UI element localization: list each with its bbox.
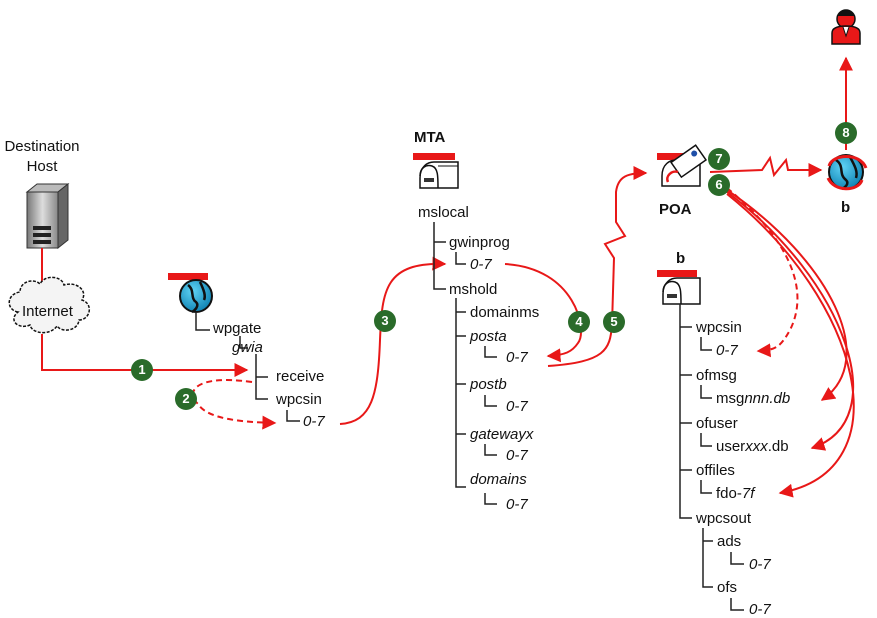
mta-mailbox-icon — [413, 153, 459, 189]
step-4-badge: 4 — [568, 311, 590, 333]
tree-mshold: mshold — [449, 281, 498, 298]
tree-domains: domains — [470, 471, 527, 488]
poa-mailbox-icon — [657, 144, 708, 187]
tree-ads: ads — [717, 533, 742, 550]
tree-gatewayx: gatewayx — [470, 426, 534, 443]
tree-range-ofs: 0-7 — [749, 601, 771, 618]
tree-ofmsg: ofmsg — [696, 367, 737, 384]
post-office-mailbox-icon — [657, 270, 701, 305]
step-8-badge: 8 — [835, 122, 857, 144]
tree-postb: postb — [470, 376, 507, 393]
tree-range-gwia: 0-7 — [303, 413, 325, 430]
tree-receive: receive — [276, 368, 325, 385]
tree-wpcsout: wpcsout — [696, 510, 752, 527]
step-1-badge: 1 — [131, 359, 153, 381]
step-7-badge: 7 — [708, 148, 730, 170]
internet-label: Internet — [22, 303, 73, 320]
step-3-badge: 3 — [374, 310, 396, 332]
tree-range-posta: 0-7 — [506, 349, 528, 366]
tree-offiles: offiles — [696, 462, 735, 479]
step-6-badge: 6 — [708, 174, 730, 196]
fdo-variable: 7f — [741, 485, 755, 502]
user-prefix: user — [716, 438, 746, 455]
fdo-prefix: fdo- — [716, 485, 742, 502]
internet-cloud-icon — [8, 276, 90, 334]
msg-variable: nnn.db — [744, 390, 791, 407]
tree-user-file: userxxx.db — [716, 438, 789, 456]
mta-tree-lines — [433, 222, 497, 505]
tree-range-gatewayx: 0-7 — [506, 447, 528, 464]
tree-range-domains: 0-7 — [506, 496, 528, 513]
post-office-b-title: b — [676, 250, 686, 267]
tree-fdo-file: fdo-7f — [716, 485, 754, 503]
user-suffix: .db — [767, 438, 789, 455]
tree-gwia: gwia — [232, 339, 263, 356]
tree-msg-file: msgnnn.db — [716, 390, 790, 408]
tree-gwinprog: gwinprog — [449, 234, 510, 251]
tree-ofs: ofs — [717, 579, 738, 596]
poa-title: POA — [659, 201, 692, 218]
step-5-badge: 5 — [603, 311, 625, 333]
tree-range-ads: 0-7 — [749, 556, 771, 573]
client-b-label: b — [841, 199, 851, 216]
step-2-badge: 2 — [175, 388, 197, 410]
tree-range-gwinprog: 0-7 — [470, 256, 492, 273]
tree-range-wpcsin-po: 0-7 — [716, 342, 738, 359]
tree-range-postb: 0-7 — [506, 398, 528, 415]
tree-domainms: domainms — [470, 304, 540, 321]
tree-wpgate: wpgate — [213, 320, 262, 337]
tree-ofuser: ofuser — [696, 415, 738, 432]
mta-title: MTA — [414, 129, 446, 146]
tree-posta: posta — [470, 328, 507, 345]
msg-prefix: msg — [716, 390, 745, 407]
tree-mslocal: mslocal — [418, 204, 469, 221]
gwia-globe-icon — [168, 273, 213, 314]
tree-wpcsin-po: wpcsin — [696, 319, 742, 336]
tree-wpcsin-gwia: wpcsin — [276, 391, 322, 408]
user-icon — [831, 9, 861, 45]
server-icon — [25, 182, 70, 250]
destination-host-label: Destination Host — [4, 138, 80, 175]
user-variable: xxx — [745, 438, 768, 455]
client-globe-icon — [826, 154, 868, 191]
gwia-tree-lines — [195, 312, 300, 422]
po-tree-lines — [679, 304, 744, 611]
